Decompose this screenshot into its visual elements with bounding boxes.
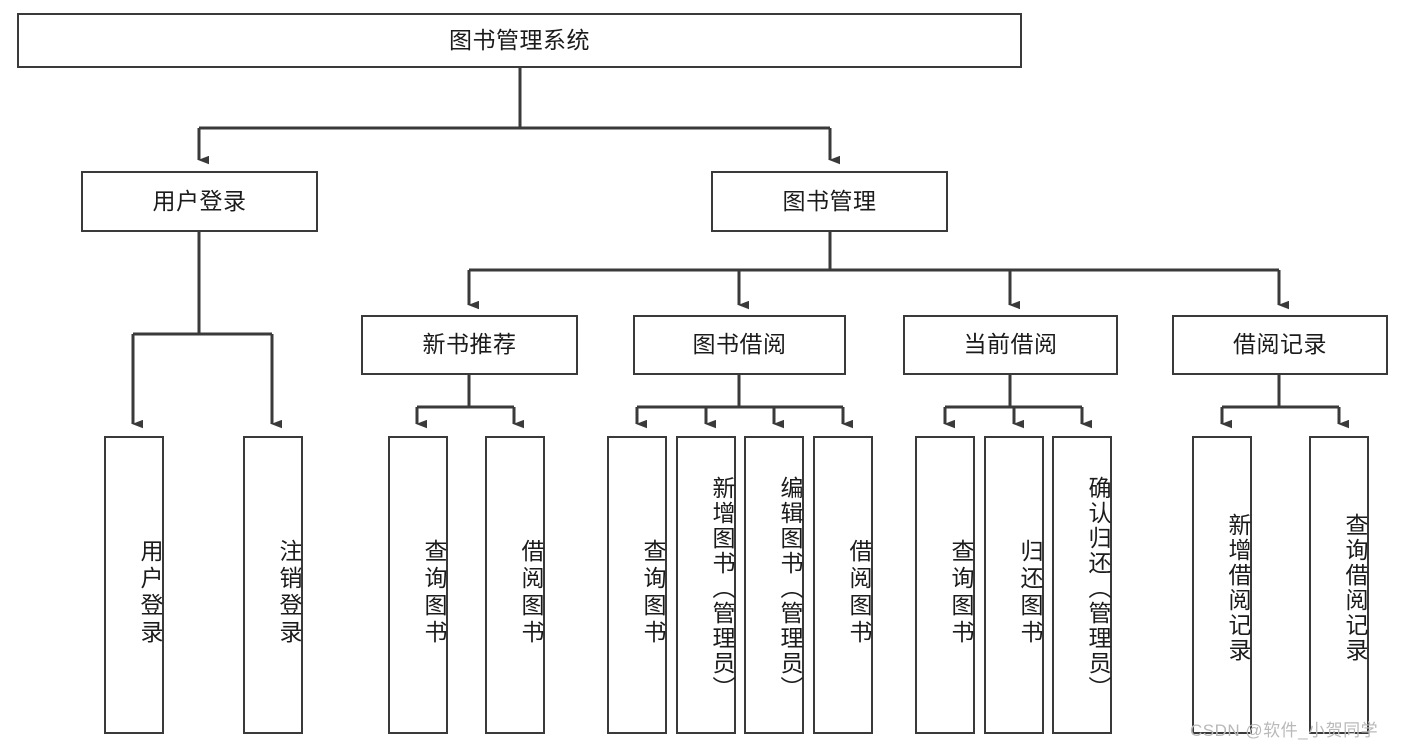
node-label: 用户登录 (137, 539, 163, 647)
leaf-borrow-query-book[interactable]: 查询图书 (607, 436, 667, 734)
node-label: 图书借阅 (692, 331, 787, 358)
leaf-current-query-book[interactable]: 查询图书 (915, 436, 975, 734)
node-label: 新增借阅记录 (1225, 513, 1251, 663)
node-label: 新增图书（管理员） (709, 475, 735, 701)
leaf-current-return-book[interactable]: 归还图书 (984, 436, 1044, 734)
node-book-borrowing[interactable]: 图书借阅 (633, 315, 846, 375)
node-borrowing-records[interactable]: 借阅记录 (1172, 315, 1388, 375)
node-label: 借阅图书 (846, 539, 872, 647)
leaf-borrow-add-book-admin[interactable]: 新增图书（管理员） (676, 436, 736, 734)
leaf-borrow-edit-book-admin[interactable]: 编辑图书（管理员） (744, 436, 804, 734)
leaf-borrow-borrow-book[interactable]: 借阅图书 (813, 436, 873, 734)
node-new-book-recommendation[interactable]: 新书推荐 (361, 315, 578, 375)
node-label: 借阅图书 (518, 539, 544, 647)
node-book-management[interactable]: 图书管理 (711, 171, 948, 232)
node-label: 用户登录 (152, 187, 247, 214)
node-label: 图书管理系统 (449, 26, 590, 53)
node-label: 查询图书 (640, 539, 666, 647)
leaf-record-add-borrow-record[interactable]: 新增借阅记录 (1192, 436, 1252, 734)
leaf-user-login-signin[interactable]: 用户登录 (104, 436, 164, 734)
watermark-label: CSDN @软件_小贺同学 (1190, 721, 1379, 740)
leaf-user-login-signout[interactable]: 注销登录 (243, 436, 303, 734)
node-label: 查询图书 (421, 539, 447, 647)
node-label: 当前借阅 (963, 331, 1058, 358)
leaf-recommend-borrow-book[interactable]: 借阅图书 (485, 436, 545, 734)
leaf-current-confirm-return-admin[interactable]: 确认归还（管理员） (1052, 436, 1112, 734)
node-label: 图书管理 (782, 187, 877, 214)
node-label: 确认归还（管理员） (1085, 475, 1111, 701)
csdn-watermark: CSDN @软件_小贺同学 (1190, 716, 1378, 741)
node-root-book-management-system[interactable]: 图书管理系统 (17, 13, 1022, 68)
node-current-borrowing[interactable]: 当前借阅 (903, 315, 1118, 375)
node-label: 新书推荐 (422, 331, 517, 358)
node-label: 借阅记录 (1233, 331, 1327, 358)
node-label: 查询图书 (948, 539, 974, 647)
leaf-recommend-query-book[interactable]: 查询图书 (388, 436, 448, 734)
node-label: 注销登录 (276, 539, 302, 647)
node-user-login[interactable]: 用户登录 (81, 171, 318, 232)
node-label: 归还图书 (1017, 539, 1043, 647)
node-label: 编辑图书（管理员） (777, 475, 803, 701)
node-label: 查询借阅记录 (1342, 513, 1368, 663)
leaf-record-query-borrow-record[interactable]: 查询借阅记录 (1309, 436, 1369, 734)
